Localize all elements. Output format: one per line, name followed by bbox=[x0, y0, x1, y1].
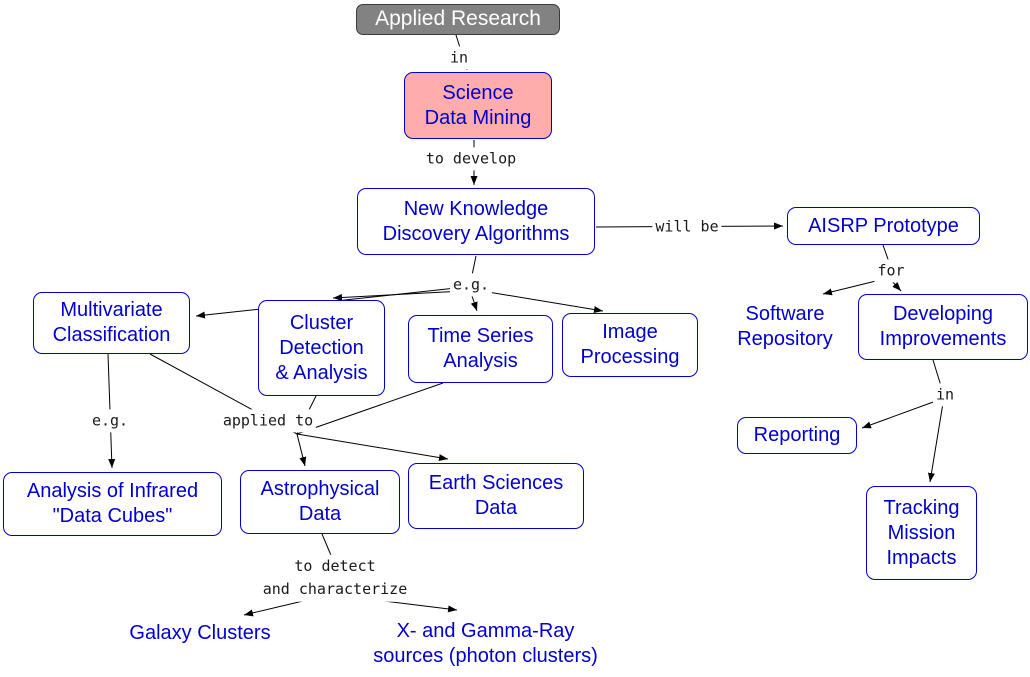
node-time-series-analysis[interactable]: Time Series Analysis bbox=[408, 315, 553, 383]
edge-eg-to-image-processing bbox=[481, 290, 604, 313]
edge-developing-to-in-junction bbox=[932, 359, 942, 387]
edge-applied-to-to-earth-sciences-data bbox=[296, 433, 449, 461]
node-label-software-repository: Software Repository bbox=[737, 303, 833, 350]
node-tracking-mission-impacts[interactable]: Tracking Mission Impacts bbox=[866, 486, 977, 580]
edge-label-to-detect-and-characterize: to detect and characterize bbox=[259, 554, 411, 602]
node-label-earth-sciences-data: Earth Sciences Data bbox=[428, 472, 564, 519]
node-label-tracking-mission-impacts: Tracking Mission Impacts bbox=[883, 496, 960, 569]
edge-for-to-software-repository bbox=[822, 278, 885, 296]
edge-label-in-1: in bbox=[446, 46, 472, 70]
edge-label-eg-1: e.g. bbox=[449, 273, 493, 297]
node-software-repository[interactable]: Software Repository bbox=[730, 296, 840, 358]
node-developing-improvements[interactable]: Developing Improvements bbox=[858, 294, 1028, 360]
node-label-astrophysical-data: Astrophysical Data bbox=[260, 478, 380, 525]
node-label-new-knowledge-discovery-algorithms: New Knowledge Discovery Algorithms bbox=[382, 197, 570, 245]
node-aisrp-prototype[interactable]: AISRP Prototype bbox=[787, 207, 980, 245]
node-label-reporting: Reporting bbox=[753, 424, 841, 446]
node-reporting[interactable]: Reporting bbox=[737, 417, 857, 454]
node-science-data-mining[interactable]: Science Data Mining bbox=[404, 72, 552, 139]
edge-label-will-be: will be bbox=[652, 215, 722, 239]
edge-time-series-to-applied-to bbox=[296, 382, 444, 435]
node-label-developing-improvements: Developing Improvements bbox=[879, 303, 1007, 350]
edge-label-to-develop: to develop bbox=[422, 147, 520, 171]
node-label-analysis-of-infrared-data-cubes: Analysis of Infrared "Data Cubes" bbox=[26, 480, 199, 527]
edge-label-eg-2: e.g. bbox=[88, 409, 132, 433]
node-applied-research[interactable]: Applied Research bbox=[356, 4, 560, 35]
node-image-processing[interactable]: Image Processing bbox=[562, 313, 698, 377]
node-label-image-processing: Image Processing bbox=[580, 321, 680, 368]
edge-aisrp-to-for-junction bbox=[882, 244, 890, 263]
edge-applied-to-to-astrophysical-data bbox=[296, 433, 307, 467]
node-x-and-gamma-ray-sources[interactable]: X- and Gamma-Ray sources (photon cluster… bbox=[348, 613, 623, 675]
node-label-time-series-analysis: Time Series Analysis bbox=[427, 325, 534, 372]
node-cluster-detection-analysis[interactable]: Cluster Detection & Analysis bbox=[258, 300, 385, 396]
edge-in-to-reporting bbox=[861, 400, 937, 429]
node-label-science-data-mining: Science Data Mining bbox=[424, 81, 532, 129]
node-label-applied-research: Applied Research bbox=[375, 7, 541, 31]
edge-label-applied-to: applied to bbox=[219, 409, 317, 433]
node-label-multivariate-classification: Multivariate Classification bbox=[52, 299, 171, 346]
edge-in-to-tracking-mission-impacts bbox=[928, 402, 944, 483]
node-astrophysical-data[interactable]: Astrophysical Data bbox=[240, 470, 400, 534]
node-multivariate-classification[interactable]: Multivariate Classification bbox=[33, 292, 190, 354]
node-galaxy-clusters[interactable]: Galaxy Clusters bbox=[110, 618, 290, 648]
node-label-cluster-detection-analysis: Cluster Detection & Analysis bbox=[275, 311, 368, 384]
node-earth-sciences-data[interactable]: Earth Sciences Data bbox=[408, 463, 584, 529]
node-label-galaxy-clusters: Galaxy Clusters bbox=[129, 621, 271, 644]
node-label-aisrp-prototype: AISRP Prototype bbox=[808, 214, 959, 237]
node-label-x-and-gamma-ray-sources: X- and Gamma-Ray sources (photon cluster… bbox=[373, 620, 598, 667]
edge-label-in-2: in bbox=[932, 383, 958, 407]
node-new-knowledge-discovery-algorithms[interactable]: New Knowledge Discovery Algorithms bbox=[357, 188, 595, 255]
edge-eg-to-cluster-detection bbox=[332, 290, 464, 302]
node-analysis-of-infrared-data-cubes[interactable]: Analysis of Infrared "Data Cubes" bbox=[3, 472, 222, 536]
edge-label-for: for bbox=[874, 259, 908, 283]
